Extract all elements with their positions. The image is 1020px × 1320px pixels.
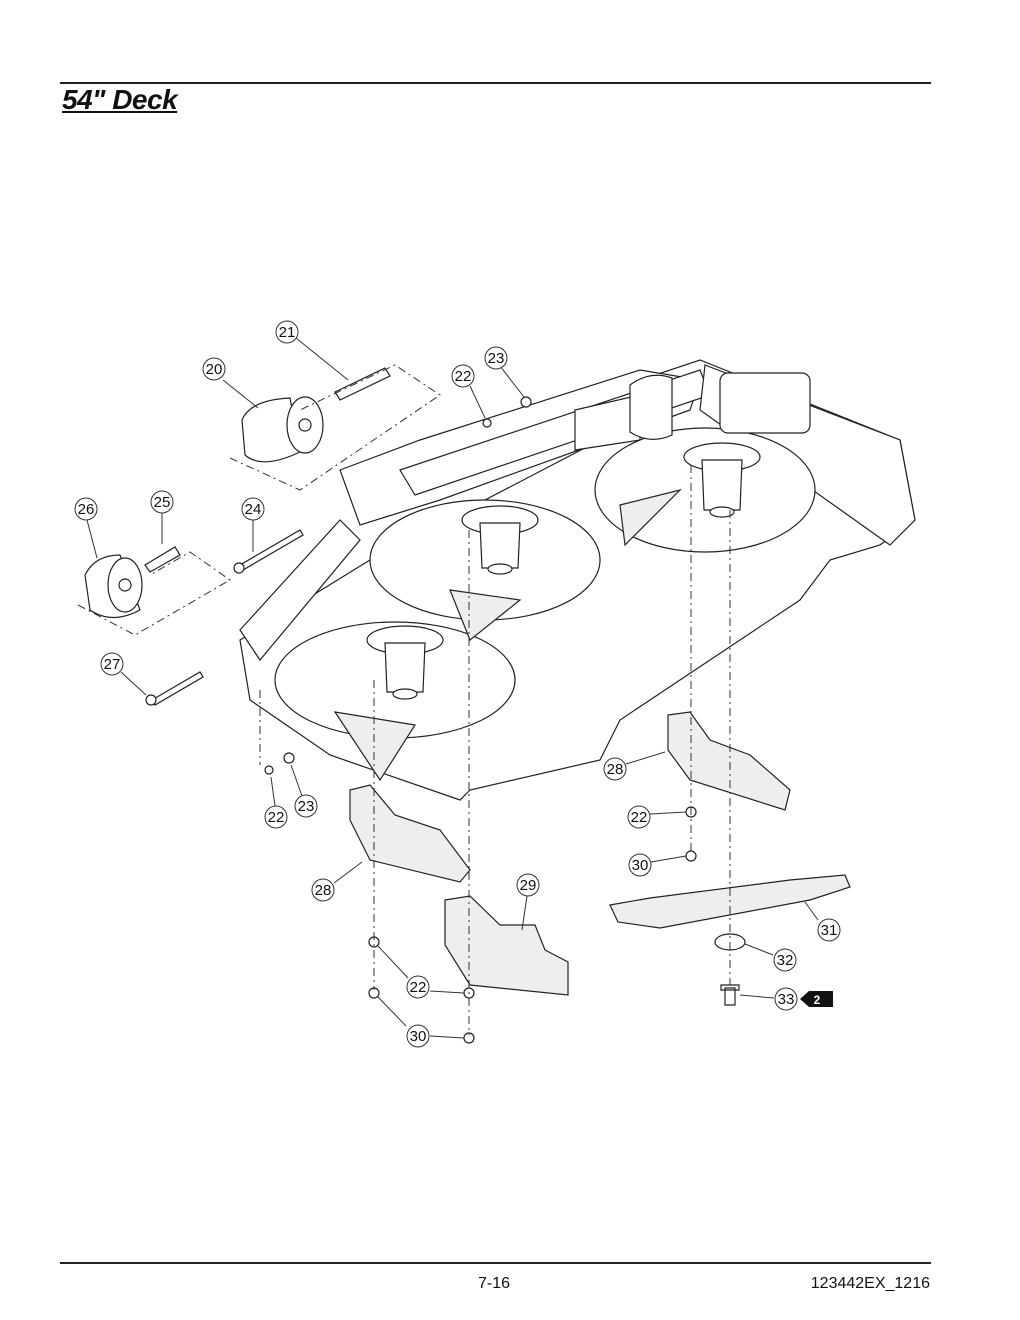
- spindle-center: [461, 505, 539, 575]
- callout: 22: [451, 364, 475, 388]
- shoulder-bolt-upper: [239, 529, 304, 571]
- svg-text:31: 31: [821, 922, 838, 939]
- footer-rule: [60, 1262, 931, 1264]
- page-number: 7-16: [478, 1275, 511, 1292]
- nut-lower-left: [283, 752, 295, 764]
- spindle-right: [683, 442, 761, 518]
- mower-deck: [239, 359, 916, 801]
- svg-text:23: 23: [298, 798, 315, 815]
- reference-tag: 2: [800, 991, 833, 1007]
- svg-text:2: 2: [814, 993, 821, 1007]
- callout: 31: [817, 918, 841, 942]
- svg-text:25: 25: [154, 494, 171, 511]
- svg-text:21: 21: [279, 324, 296, 341]
- blade-bolt: [720, 984, 740, 1006]
- svg-text:30: 30: [410, 1028, 427, 1045]
- spindle-left: [366, 625, 444, 700]
- gauge-wheel-upper: [241, 396, 324, 463]
- gauge-wheel-lower: [84, 554, 143, 619]
- svg-text:22: 22: [410, 979, 427, 996]
- shoulder-bolt-lower: [151, 671, 204, 706]
- nut-right: [685, 850, 697, 862]
- callout: 21: [275, 320, 299, 344]
- baffle-left: [349, 784, 471, 883]
- svg-text:32: 32: [777, 952, 794, 969]
- svg-text:26: 26: [78, 501, 95, 518]
- leader-lines: [86, 337, 819, 1039]
- wheel-axle-lower: [144, 546, 181, 573]
- callout: 28: [311, 878, 335, 902]
- svg-text:29: 29: [520, 877, 537, 894]
- svg-text:22: 22: [455, 368, 472, 385]
- washer-lower-left: [264, 765, 274, 775]
- svg-text:24: 24: [245, 501, 262, 518]
- baffle-right: [667, 711, 791, 811]
- callout: 26: [74, 497, 98, 521]
- svg-text:33: 33: [778, 991, 795, 1008]
- callout: 30: [628, 853, 652, 877]
- callout: 32: [773, 948, 797, 972]
- callout: 23: [484, 346, 508, 370]
- callout: 33: [774, 987, 798, 1011]
- svg-text:30: 30: [632, 857, 649, 874]
- svg-text:22: 22: [631, 809, 648, 826]
- svg-text:28: 28: [607, 761, 624, 778]
- callout: 28: [603, 757, 627, 781]
- callout: 22: [406, 975, 430, 999]
- nut-upper: [520, 396, 532, 408]
- callout: 29: [516, 873, 540, 897]
- callout: 30: [406, 1024, 430, 1048]
- callout: 22: [264, 805, 288, 829]
- callout: 27: [100, 652, 124, 676]
- callout: 22: [627, 805, 651, 829]
- callout: 20: [202, 357, 226, 381]
- callout: 23: [294, 794, 318, 818]
- baffle-center: [444, 895, 569, 996]
- washer-upper: [482, 418, 492, 428]
- svg-text:23: 23: [488, 350, 505, 367]
- svg-text:22: 22: [268, 809, 285, 826]
- svg-text:27: 27: [104, 656, 121, 673]
- callout: 25: [150, 490, 174, 514]
- page-title: 54" Deck: [62, 84, 178, 115]
- svg-text:28: 28: [315, 882, 332, 899]
- callout: 24: [241, 497, 265, 521]
- document-code: 123442EX_1216: [810, 1275, 930, 1292]
- header-rule: [60, 82, 931, 84]
- wheel-axle-upper: [334, 367, 391, 401]
- svg-text:20: 20: [206, 361, 223, 378]
